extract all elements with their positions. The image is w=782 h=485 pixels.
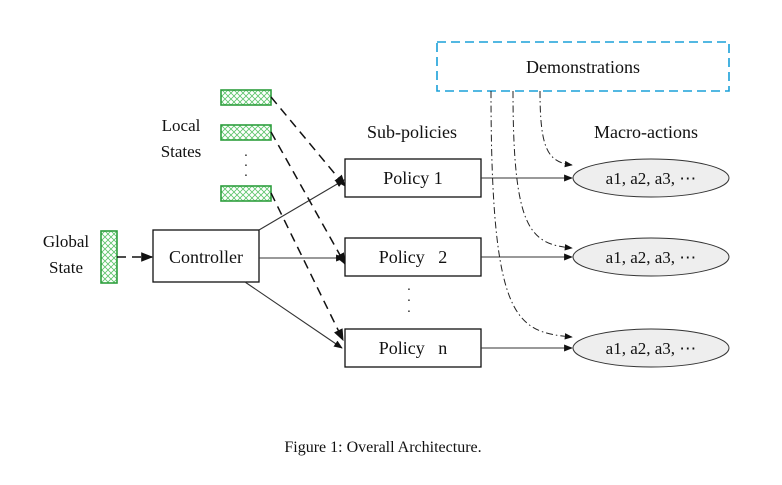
controller-label: Controller bbox=[169, 247, 243, 267]
local-states-ellipsis-2: · bbox=[244, 159, 249, 174]
controller-to-policyn-arrow bbox=[244, 281, 343, 349]
macro-actions-header: Macro-actions bbox=[594, 122, 698, 142]
local-states-ellipsis-1: · bbox=[244, 149, 249, 164]
global-state-label-line1: Global bbox=[43, 232, 90, 251]
macro-action-3: a1, a2, a3, ⋯ bbox=[572, 328, 730, 368]
demonstrations-label: Demonstrations bbox=[526, 57, 640, 77]
policies-ellipsis-1: · bbox=[407, 283, 412, 298]
sub-policies-header: Sub-policies bbox=[367, 122, 457, 142]
local-states-label-line2: States bbox=[161, 142, 202, 161]
local2-to-policy2-arrow bbox=[270, 131, 346, 266]
policy-1-box: Policy 1 bbox=[344, 158, 482, 198]
local1-to-policy1-arrow bbox=[270, 96, 346, 187]
local-states-label-line1: Local bbox=[162, 116, 201, 135]
macro-action-2-label: a1, a2, a3, ⋯ bbox=[606, 248, 697, 267]
localn-to-policyn-arrow bbox=[270, 192, 344, 342]
local-states-ellipsis-3: · bbox=[244, 169, 249, 184]
demonstrations-box: Demonstrations bbox=[436, 41, 730, 92]
macro-action-3-label: a1, a2, a3, ⋯ bbox=[606, 339, 697, 358]
local-state-n bbox=[220, 185, 272, 202]
policy-1-label: Policy 1 bbox=[383, 168, 443, 188]
policy-n-box: Policy n bbox=[344, 328, 482, 368]
controller-to-policy1-arrow bbox=[258, 179, 345, 231]
demo-to-macro1-arrow bbox=[539, 90, 573, 168]
local-state-2 bbox=[220, 124, 272, 141]
macro-action-2: a1, a2, a3, ⋯ bbox=[572, 237, 730, 277]
global-state-label-line2: State bbox=[49, 258, 83, 277]
figure-caption: Figure 1: Overall Architecture. bbox=[284, 439, 481, 456]
policies-ellipsis-3: · bbox=[407, 305, 412, 320]
macro-action-1-label: a1, a2, a3, ⋯ bbox=[606, 169, 697, 188]
policy-n-label: Policy n bbox=[379, 338, 448, 358]
policy-2-box: Policy 2 bbox=[344, 237, 482, 277]
global-state bbox=[100, 230, 118, 284]
local-state-1 bbox=[220, 89, 272, 106]
policy-2-label: Policy 2 bbox=[379, 247, 448, 267]
policies-ellipsis-2: · bbox=[407, 294, 412, 309]
demo-to-macro2-arrow bbox=[512, 90, 573, 251]
controller-box: Controller bbox=[152, 229, 260, 283]
macro-action-1: a1, a2, a3, ⋯ bbox=[572, 158, 730, 198]
demo-to-macron-arrow bbox=[490, 90, 573, 340]
